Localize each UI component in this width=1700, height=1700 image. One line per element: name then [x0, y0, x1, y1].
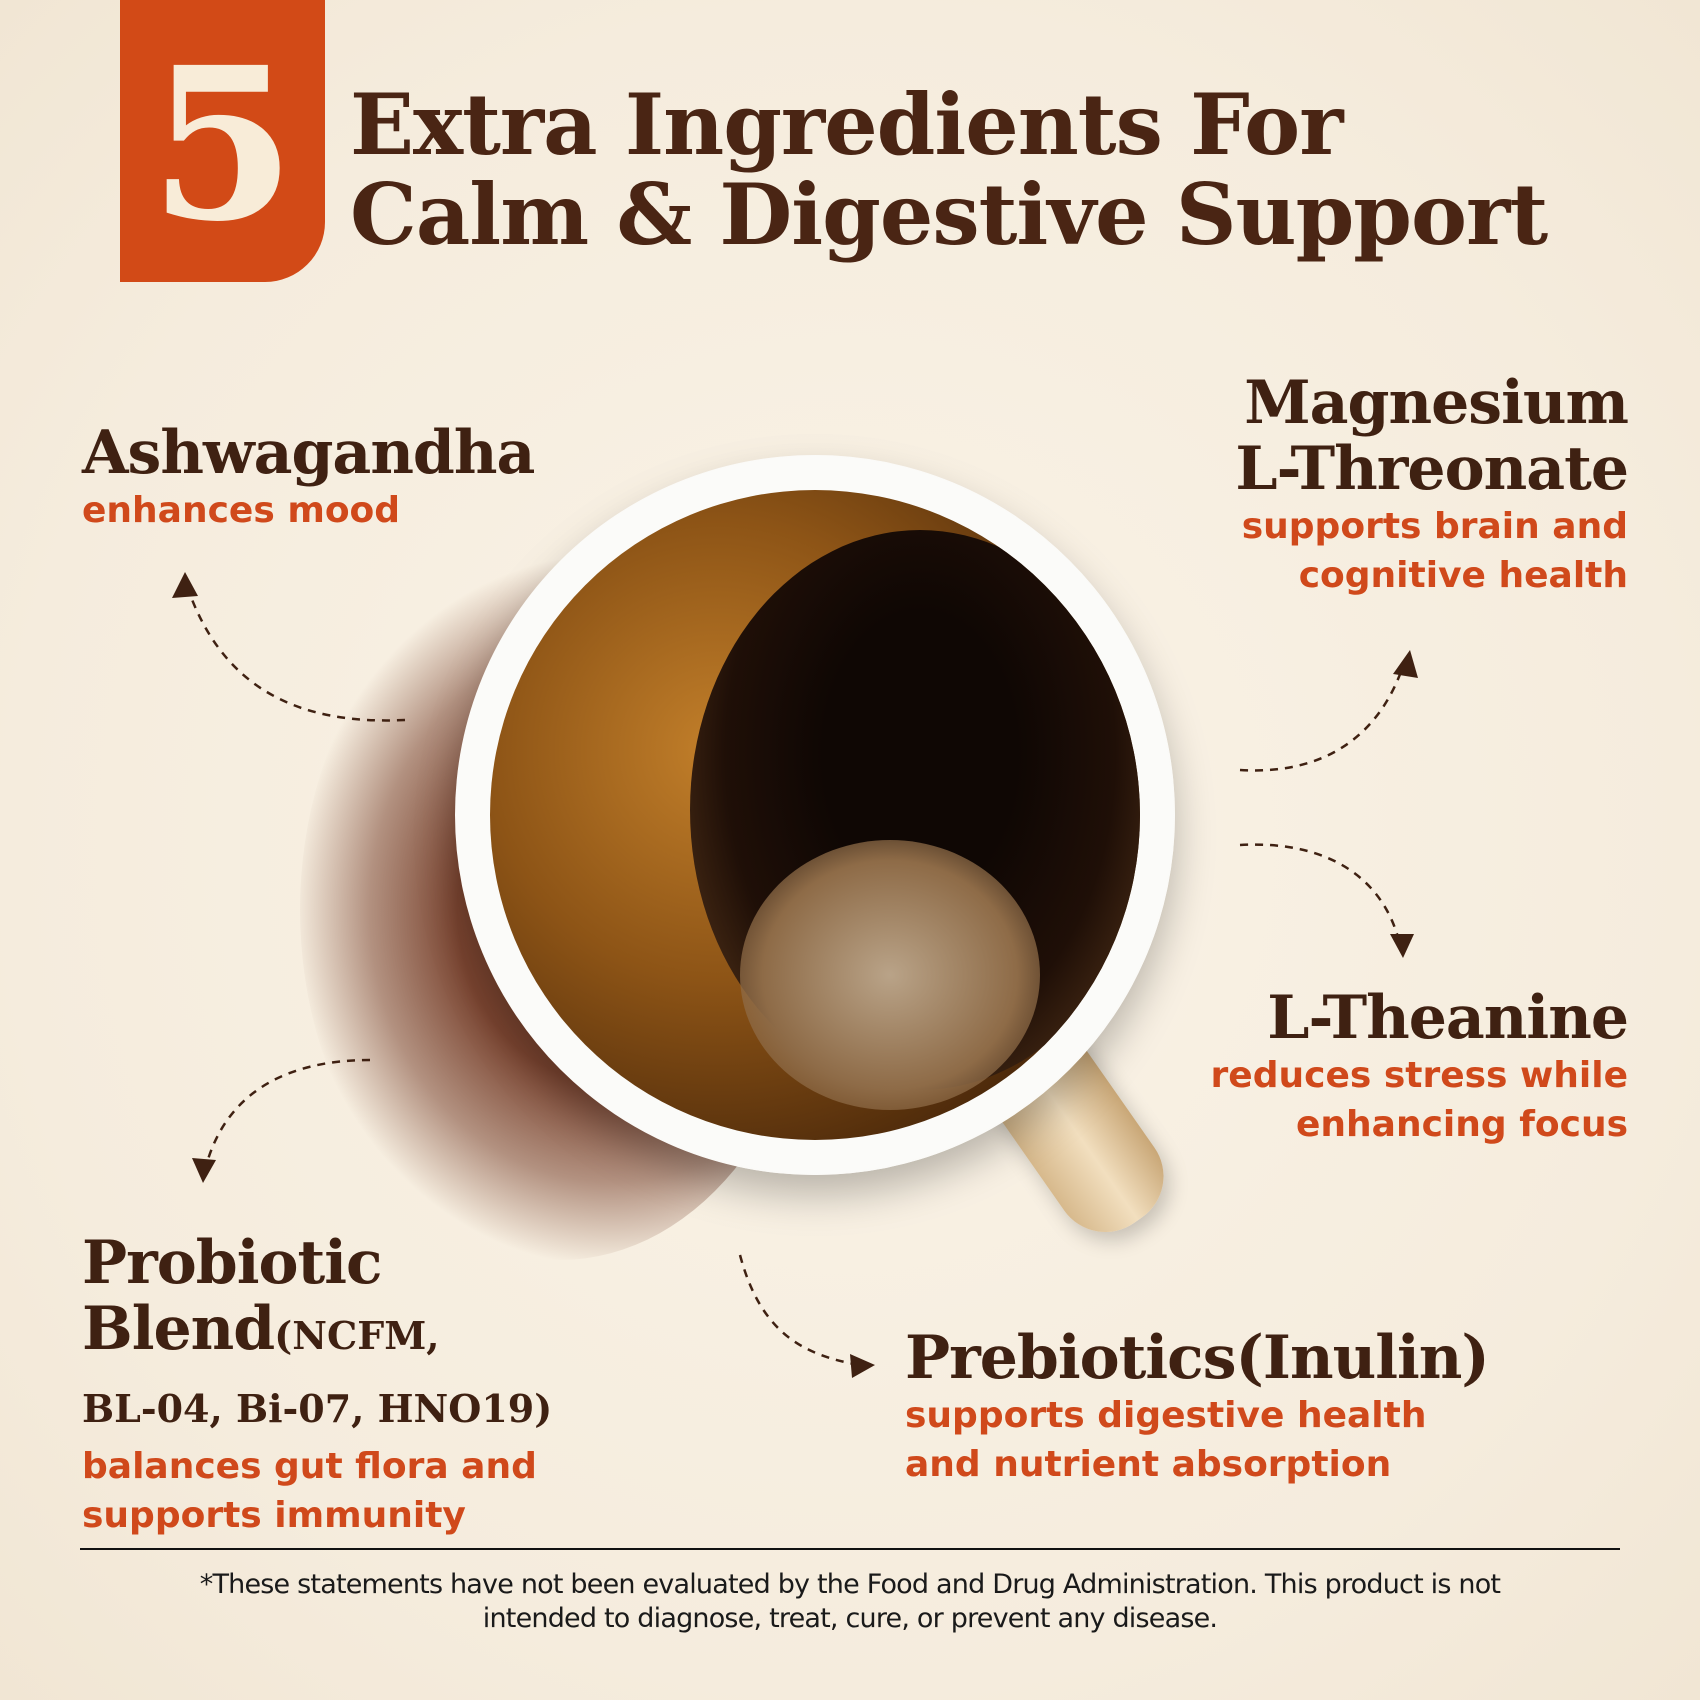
badge-number: 5: [149, 21, 296, 268]
number-badge: 5: [120, 0, 325, 282]
ingredient-probiotic-blend: Probiotic Blend(NCFM, BL-04, Bi-07, HNO1…: [82, 1228, 553, 1536]
ingredient-l-theanine: L-Theanine reduces stress while enhancin…: [1210, 983, 1629, 1145]
ingredient-prebiotics: Prebiotics(Inulin) supports digestive he…: [905, 1323, 1490, 1485]
page-title: Extra Ingredients For Calm & Digestive S…: [350, 75, 1548, 264]
coffee-cup-image: [455, 455, 1175, 1175]
coffee-surface: [490, 490, 1140, 1140]
ingredient-ashwagandha: Ashwagandha enhances mood: [82, 418, 535, 531]
fda-disclaimer: *These statements have not been evaluate…: [199, 1569, 1501, 1634]
divider: [80, 1548, 1620, 1550]
ingredient-magnesium: Magnesium L-Threonate supports brain and…: [1235, 368, 1629, 596]
